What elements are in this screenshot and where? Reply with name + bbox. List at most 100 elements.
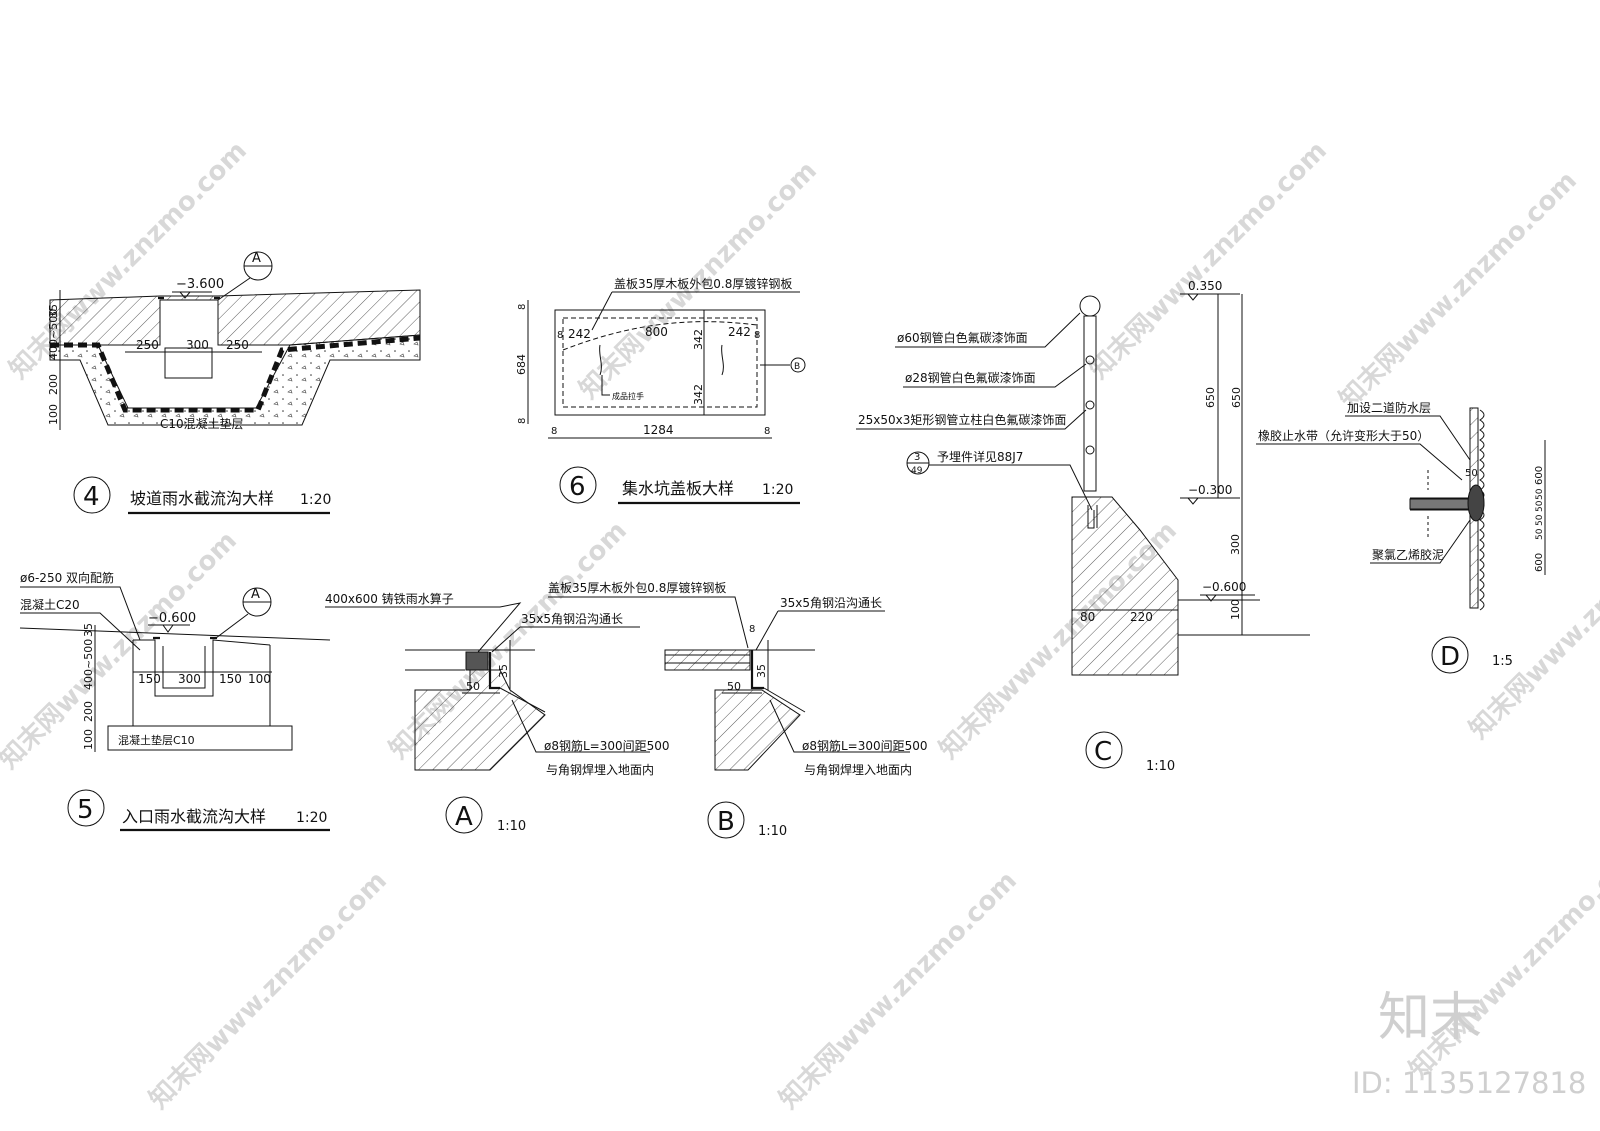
dim-600-bottom: 600 <box>1534 553 1545 572</box>
level-mark-1 <box>1180 293 1240 301</box>
pad-label: C10混凝土垫层 <box>160 416 244 431</box>
curb-hatch <box>1071 496 1179 676</box>
dim-50-top: 50 <box>1465 468 1478 479</box>
detail-label-circle <box>445 796 483 834</box>
dim-200: 200 <box>82 701 95 722</box>
note-2-leader <box>903 363 1087 388</box>
mid-rail <box>1085 400 1095 410</box>
dim-150-left: 150 <box>138 672 161 686</box>
dim-300: 300 <box>186 338 209 352</box>
dim-35: 35 <box>755 664 768 678</box>
note-2: 橡胶止水带（允许变形大于50） <box>1258 428 1429 443</box>
sealant-bulb <box>1467 484 1485 522</box>
detail-label-circle <box>707 801 745 839</box>
detail-number-circle <box>67 789 105 827</box>
detail-scale: 1:10 <box>1146 759 1175 774</box>
level-1: 0.350 <box>1188 279 1222 293</box>
dim-8-top: 8 <box>517 304 528 310</box>
detail-5: ø6-250 双向配筋 混凝土C20 −0.600 A 35 400~500 2… <box>19 570 331 832</box>
cover-note: 盖板35厚木板外包0.8厚镀锌钢板 <box>614 277 792 291</box>
dim-8: 8 <box>749 624 755 635</box>
dim-200: 200 <box>47 374 60 395</box>
detail-label: C <box>1094 737 1112 767</box>
detail-number: 5 <box>77 795 94 825</box>
ground-lines <box>1178 599 1310 636</box>
ref-label: A <box>252 251 261 266</box>
soil-hatch <box>49 289 421 346</box>
level-mark-2 <box>1180 497 1240 505</box>
mid-rail <box>1085 445 1095 455</box>
detail-number: 4 <box>83 482 100 512</box>
angle-steel-block <box>465 651 489 671</box>
rebar-note: ø6-250 双向配筋 <box>20 570 114 585</box>
dim-650b: 650 <box>1230 387 1243 408</box>
angle-steel <box>750 650 764 690</box>
ref-leader <box>215 613 249 639</box>
note-3: 聚氯乙烯胶泥 <box>1372 547 1444 562</box>
watermark-text: 知末网www.znzmo.com <box>1084 136 1333 385</box>
detail-label: B <box>717 807 735 837</box>
note-1: ø60钢管白色氟碳漆饰面 <box>897 330 1028 345</box>
detail-6: 盖板35厚木板外包0.8厚镀锌钢板 8 684 8 8 242 800 242 … <box>515 277 806 505</box>
level-2: −0.300 <box>1188 483 1232 497</box>
rebar-note-1: ø8钢筋L=300间距500 <box>544 738 670 753</box>
dim-300: 300 <box>1229 534 1242 555</box>
grate-note: 400x600 铸铁雨水算子 <box>325 591 454 606</box>
detail-B: 盖板35厚木板外包0.8厚镀锌钢板 35x5角钢沿沟通长 8 35 50 ø8钢… <box>548 581 928 839</box>
section-label: B <box>794 362 800 372</box>
rebar-leader <box>511 699 650 753</box>
level-text: −3.600 <box>176 277 224 292</box>
detail-title: 入口雨水截流沟大样 <box>122 807 266 826</box>
trench-channel <box>159 300 219 379</box>
cover-board <box>664 649 751 671</box>
concrete-pad <box>49 334 421 426</box>
dim-35: 35 <box>47 304 60 318</box>
dim-8-inner: 8 <box>557 330 563 341</box>
note-1-leader <box>1345 415 1471 461</box>
dim-250-left: 250 <box>136 338 159 352</box>
dim-600-top: 600 <box>1534 466 1545 485</box>
waterproof-membrane <box>50 335 421 413</box>
dim-800: 800 <box>645 325 668 339</box>
watermark-text: 知末网www.znzmo.com <box>774 866 1023 1115</box>
level-mark <box>172 291 212 299</box>
level-mark-3 <box>1200 594 1255 602</box>
ground-hatch <box>414 669 546 771</box>
rebar-note-1: ø8钢筋L=300间距500 <box>802 738 928 753</box>
concrete-note: 混凝土C20 <box>20 597 80 612</box>
top-rail <box>1079 295 1101 317</box>
angle-note: 35x5角钢沿沟通长 <box>521 612 623 626</box>
watermark-logo: 知末 <box>1378 988 1482 1048</box>
pad-block <box>107 725 293 751</box>
dim-80: 80 <box>1080 610 1095 624</box>
rebar-note-2: 与角钢焊埋入地面内 <box>546 762 654 777</box>
dim-650a: 650 <box>1204 387 1217 408</box>
detail-label: D <box>1440 642 1460 672</box>
detail-label: A <box>455 802 473 832</box>
handle-leader <box>601 375 610 396</box>
watermark-text: 知末网www.znzmo.com <box>144 866 393 1115</box>
detail-scale: 1:10 <box>497 819 526 834</box>
watermark-text: 知末网www.znzmo.com <box>1464 496 1600 745</box>
note-3-leader <box>1370 519 1471 564</box>
dim-150-right: 150 <box>219 672 242 686</box>
dim-8-bottom: 8 <box>517 418 528 424</box>
watermark-text: 知末网www.znzmo.com <box>4 136 253 385</box>
dim-8-right: 8 <box>764 426 770 437</box>
detail-number-circle <box>73 476 111 514</box>
dim-100-right: 100 <box>248 672 271 686</box>
dim-100: 100 <box>1229 599 1242 620</box>
note-leaders <box>20 586 141 651</box>
dim-35: 35 <box>497 664 510 678</box>
post <box>1083 315 1097 492</box>
dim-100: 100 <box>47 404 60 425</box>
note-1: 加设二道防水层 <box>1347 400 1431 415</box>
handle-note: 成品拉手 <box>612 391 644 401</box>
dim-400-500: 400~500 <box>82 639 95 690</box>
section-bubble <box>790 357 806 373</box>
dim-50-d: 50 <box>1535 528 1545 540</box>
rebar-line <box>499 687 546 713</box>
trench-inner <box>162 646 206 689</box>
ground-hatch <box>714 689 801 771</box>
handle-marks <box>599 344 724 376</box>
